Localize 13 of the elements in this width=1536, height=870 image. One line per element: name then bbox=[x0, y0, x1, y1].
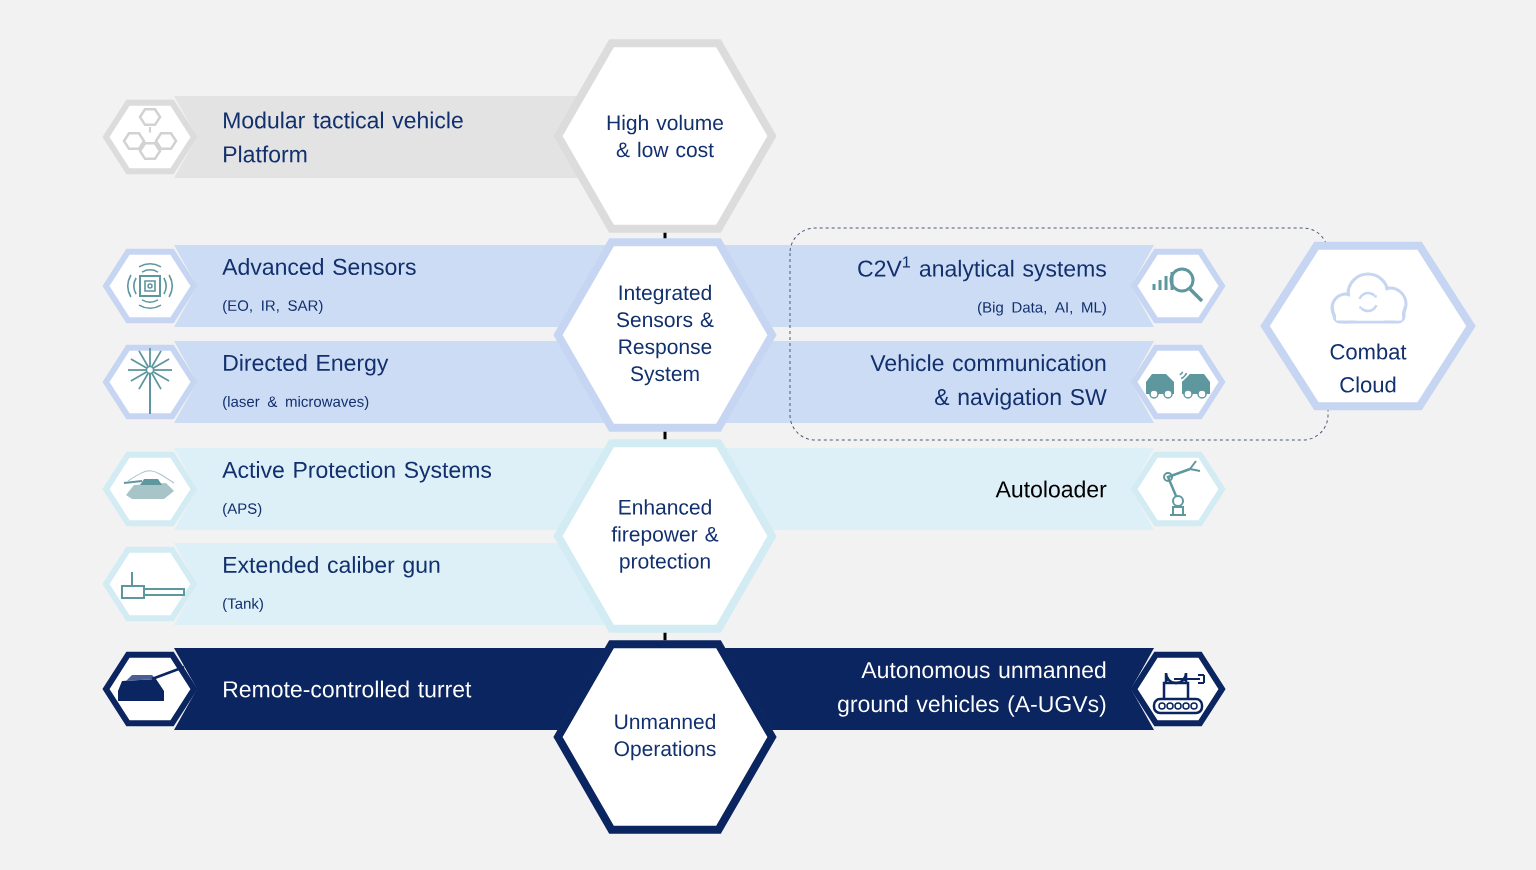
band: Autonomous unmanned ground vehicles (A-UGVs) bbox=[724, 648, 1154, 730]
band: C2V$^{1}$ analytical systems (Big Data, AI, ML) bbox=[724, 245, 1154, 327]
band: Extended caliber gun (Tank) bbox=[174, 543, 606, 625]
connector-line bbox=[663, 232, 667, 239]
band: Advanced Sensors (EO, IR, SAR) bbox=[174, 245, 606, 327]
band: Modular tactical vehicle Platform bbox=[174, 96, 579, 178]
band: Remote-controlled turret bbox=[174, 648, 606, 730]
connector-line bbox=[663, 431, 667, 440]
band: Directed Energy (laser & microwaves) bbox=[174, 341, 605, 423]
band: Autoloader bbox=[725, 448, 1154, 530]
band: Vehicle communication & navigation SW bbox=[725, 341, 1154, 423]
connector-line bbox=[663, 632, 667, 641]
band: Active Protection Systems (APS) bbox=[174, 448, 605, 530]
